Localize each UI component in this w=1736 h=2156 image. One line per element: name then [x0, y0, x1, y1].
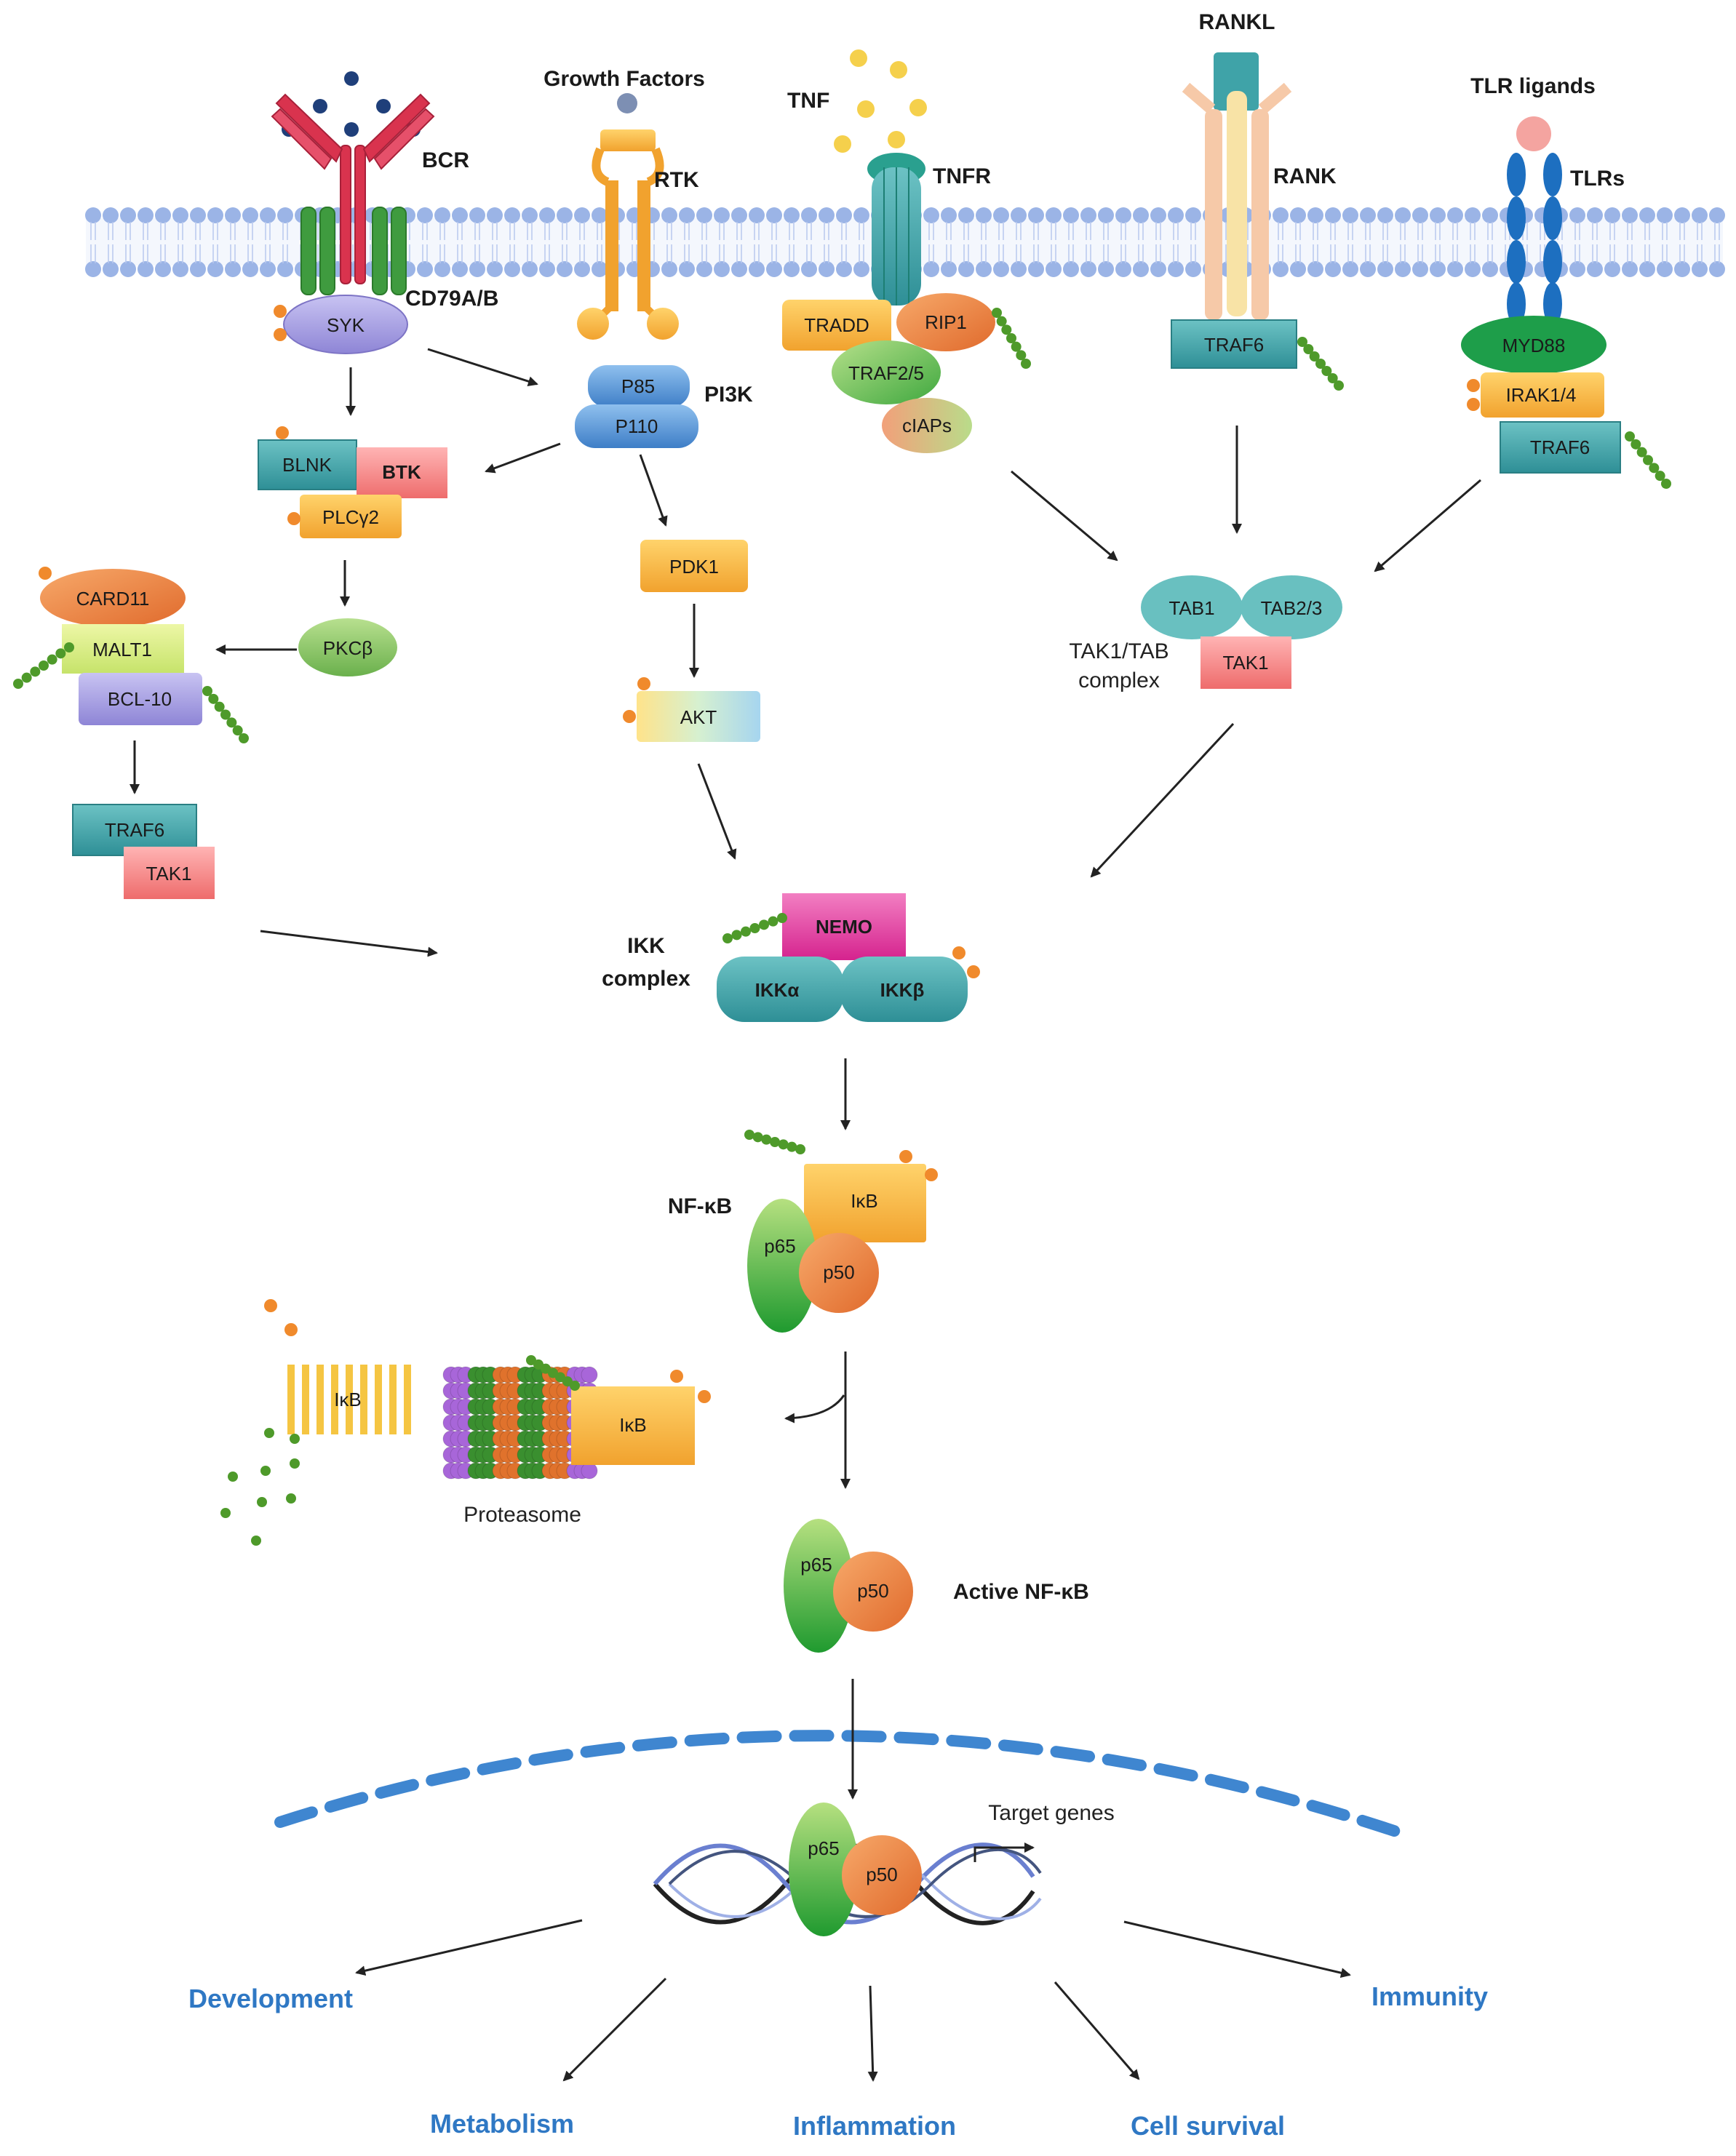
plcg2-label: PLCγ2	[322, 506, 379, 528]
ikk-label-1: IKK	[627, 934, 665, 958]
p50-label: p50	[823, 1261, 854, 1283]
degradation-arrow	[784, 1394, 845, 1424]
ikb-proteasome-node	[571, 1386, 695, 1465]
rankl-label: RANKL	[1199, 10, 1275, 34]
rip1-label: RIP1	[925, 311, 967, 333]
card11-label: CARD11	[76, 588, 150, 610]
irak-label: IRAK1/4	[1506, 384, 1577, 406]
tnf-label: TNF	[787, 89, 829, 113]
myd88-label: MYD88	[1502, 335, 1566, 356]
ikk-label-2: complex	[602, 967, 690, 991]
proteasome-label: Proteasome	[463, 1503, 581, 1527]
tab1-label: TAB1	[1168, 597, 1214, 619]
pdk1-node	[640, 540, 748, 592]
tnfr-receptor	[867, 153, 925, 306]
syk-label: SYK	[327, 314, 365, 336]
ikkb-label: IKKβ	[880, 979, 925, 1001]
outcome-cell-survival: Cell survival	[1131, 2111, 1285, 2141]
tak1-tab-complex	[1141, 575, 1342, 689]
ciaps-label: cIAPs	[902, 415, 952, 436]
active-nfkb-label: Active NF-κB	[953, 1580, 1089, 1604]
outcome-metabolism: Metabolism	[430, 2109, 574, 2139]
ubiquitin-chains	[13, 308, 1671, 1391]
target-genes-label: Target genes	[988, 1801, 1114, 1825]
akt-node	[623, 677, 760, 742]
active-p65-label: p65	[800, 1554, 832, 1576]
rtk-receptor	[577, 93, 679, 340]
rank-label: RANK	[1273, 164, 1337, 188]
tlrs-label: TLRs	[1570, 167, 1625, 191]
nfkb-ikb-complex	[747, 1150, 938, 1333]
pi3k-label: PI3K	[704, 383, 753, 407]
pathway-arrows	[130, 348, 1481, 2082]
p85-label: P85	[621, 375, 655, 397]
traf6-tlr-label: TRAF6	[1530, 436, 1590, 458]
akt-label: AKT	[680, 706, 717, 728]
pkcb-label: PKCβ	[323, 637, 373, 659]
dna-p50-label: p50	[866, 1864, 897, 1885]
blnk-btk-plc	[258, 426, 447, 538]
p65-label: p65	[764, 1235, 795, 1257]
ikka-label: IKKα	[755, 979, 800, 1001]
bcr-label: BCR	[422, 148, 469, 172]
outcome-inflammation: Inflammation	[793, 2111, 956, 2141]
btk-label: BTK	[382, 461, 421, 483]
tlr-ligands-label: TLR ligands	[1470, 74, 1596, 98]
tlr-receptor	[1461, 116, 1621, 474]
ikk-complex	[717, 893, 980, 1022]
traf6-left-label: TRAF6	[105, 819, 164, 841]
tradd-label: TRADD	[804, 314, 869, 336]
ikb-degraded-label: IκB	[334, 1389, 362, 1410]
tab23-label: TAB2/3	[1261, 597, 1323, 619]
active-p50-label: p50	[857, 1580, 888, 1602]
transcription-arrow	[973, 1842, 1035, 1862]
nemo-label: NEMO	[816, 916, 872, 938]
tnfr-label: TNFR	[933, 164, 991, 188]
tak1-label: TAK1	[1222, 652, 1268, 674]
tak-complex-label-2: complex	[1078, 668, 1160, 692]
outcome-development: Development	[188, 1984, 353, 2013]
cd79-label: CD79A/B	[405, 287, 498, 311]
traf6-tak1-left	[72, 804, 215, 899]
p110-label: P110	[616, 415, 658, 437]
ikb-proteasome-label: IκB	[619, 1414, 647, 1436]
outcome-immunity: Immunity	[1371, 1981, 1488, 2011]
rtk-label: RTK	[654, 168, 699, 192]
nfkb-label: NF-κB	[668, 1194, 732, 1218]
pkcb-node	[298, 618, 397, 676]
active-nfkb	[784, 1519, 913, 1653]
traf6-rank-label: TRAF6	[1204, 334, 1264, 356]
growth-factors-label: Growth Factors	[544, 67, 705, 91]
tak1-left-label: TAK1	[146, 863, 191, 885]
traf25-label: TRAF2/5	[848, 362, 924, 384]
tnf-ligands	[834, 49, 927, 153]
rank-receptor	[1171, 52, 1297, 369]
bcr-receptor	[271, 71, 435, 354]
dna-bound-nfkb	[789, 1802, 922, 1936]
nuclear-envelope	[274, 1730, 1406, 1839]
ikb-label: IκB	[851, 1190, 878, 1212]
blnk-label: BLNK	[282, 454, 333, 476]
tak-complex-label-1: TAK1/TAB	[1069, 639, 1168, 663]
degraded-ikb	[220, 1299, 411, 1546]
pdk1-label: PDK1	[669, 556, 719, 578]
malt1-label: MALT1	[92, 639, 152, 660]
pi3k-complex	[575, 365, 698, 448]
dna-p65-label: p65	[808, 1837, 839, 1859]
tnfr-adaptors	[782, 293, 995, 453]
cbm-complex	[39, 567, 202, 725]
bcl10-label: BCL-10	[108, 688, 172, 710]
